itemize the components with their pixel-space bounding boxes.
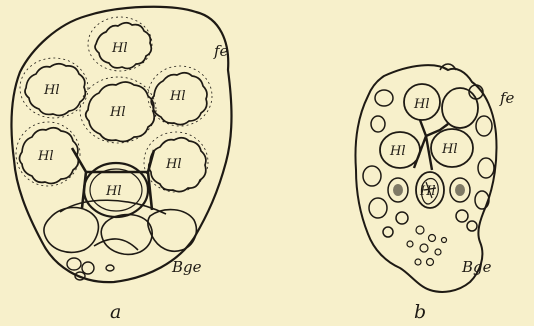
section-a-small-vesicles xyxy=(67,258,114,280)
section-a-cell-label: Hl xyxy=(105,184,122,199)
section-b-fe-label: fe xyxy=(499,89,515,107)
section-a-caption: a xyxy=(110,301,121,323)
section-a-cell-label: Hl xyxy=(43,83,60,98)
section-b-caption: b xyxy=(414,301,426,323)
section-b-basal-dots xyxy=(407,226,447,266)
section-a-fe-label: fe xyxy=(213,42,229,60)
section-a-bge-label: Bge xyxy=(171,258,202,276)
section-b: Hl Hl Hl Hl fe Bge b xyxy=(356,64,515,323)
section-a-basal-tissue xyxy=(44,200,196,254)
section-a-cell-label: Hl xyxy=(165,157,182,172)
section-a: Hl Hl Hl Hl Hl Hl Hl fe Bge a xyxy=(12,7,232,323)
section-a-cell-label: Hl xyxy=(109,105,126,120)
section-a-cell-label: Hl xyxy=(111,41,128,56)
section-b-cell-label: Hl xyxy=(419,184,436,199)
section-b-cell-label: Hl xyxy=(389,144,406,159)
section-b-bge-label: Bge xyxy=(461,258,492,276)
section-b-cell-label: Hl xyxy=(441,142,458,157)
section-a-cell-label: Hl xyxy=(169,89,186,104)
section-b-cell-label: Hl xyxy=(413,97,430,112)
section-a-cell-label: Hl xyxy=(37,149,54,164)
